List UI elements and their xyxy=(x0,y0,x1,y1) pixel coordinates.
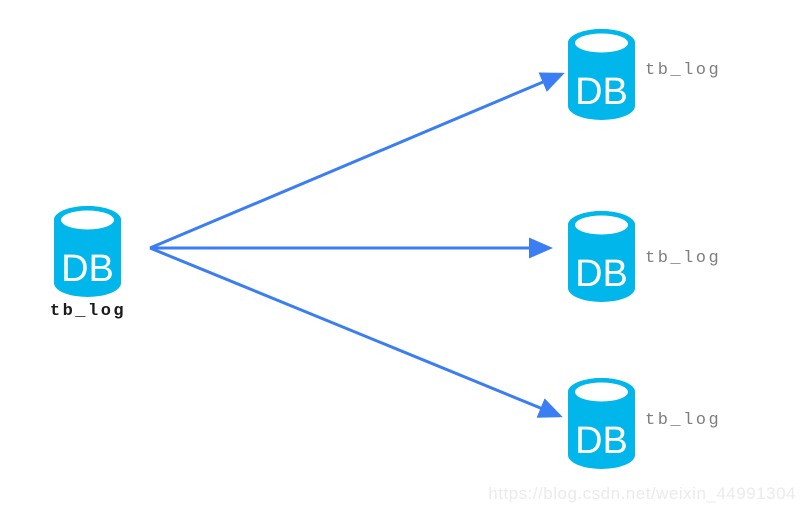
target-db-node-2: DB xyxy=(566,210,637,303)
target-db-node-3: DB xyxy=(566,377,637,470)
arrow-to-target-1 xyxy=(149,72,565,250)
source-db-node: DB xyxy=(52,205,123,298)
target-db-label-3: tb_log xyxy=(645,411,722,430)
database-cylinder-icon: DB xyxy=(568,211,635,302)
database-cylinder-icon: DB xyxy=(568,29,635,121)
db-icon-text: DB xyxy=(575,420,628,462)
database-cylinder-icon: DB xyxy=(568,378,635,469)
target-db-label-2: tb_log xyxy=(645,249,722,268)
db-icon-text: DB xyxy=(575,253,628,295)
database-cylinder-icon: DB xyxy=(54,206,121,297)
db-icon-text: DB xyxy=(575,71,628,113)
target-db-label-1: tb_log xyxy=(645,61,722,80)
watermark-url: https://blog.csdn.net/weixin_44991304 xyxy=(488,484,796,503)
target-db-node-1: DB xyxy=(566,28,637,121)
arrow-to-target-3 xyxy=(149,246,563,418)
db-icon-text: DB xyxy=(61,248,114,290)
source-db-label: tb_log xyxy=(49,302,127,321)
